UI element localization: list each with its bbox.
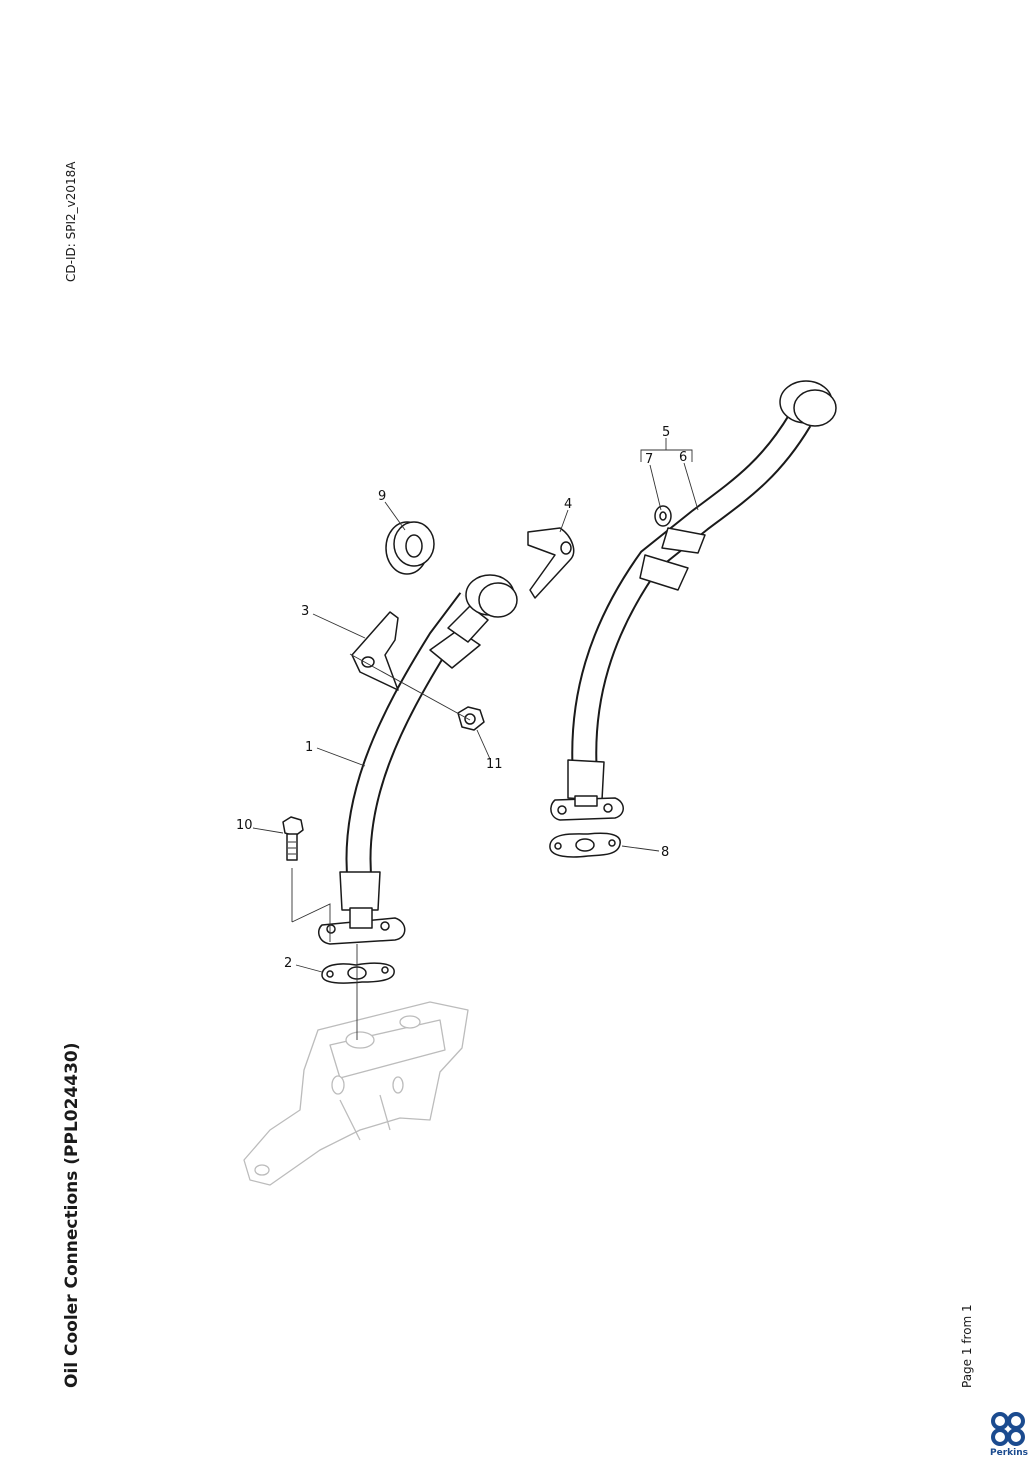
callout-8: 8 <box>661 845 669 860</box>
callout-11: 11 <box>486 757 503 772</box>
callout-7: 7 <box>645 452 653 467</box>
callout-6: 6 <box>679 450 687 465</box>
callout-5: 5 <box>662 425 670 440</box>
callout-10: 10 <box>236 818 253 833</box>
gasket-8 <box>549 832 621 858</box>
brand-name: Perkins <box>990 1448 1028 1458</box>
nut-11 <box>457 706 485 731</box>
perkins-logo-icon <box>991 1412 1025 1446</box>
oil-pipe-1 <box>317 574 518 945</box>
callout-9: 9 <box>378 489 386 504</box>
mounting-bracket-ghost <box>243 1001 469 1186</box>
callout-3: 3 <box>301 604 309 619</box>
grommet-9 <box>385 521 435 575</box>
clamp-3 <box>351 611 399 691</box>
callout-1: 1 <box>305 740 313 755</box>
gasket-2 <box>321 962 395 984</box>
clamp-4 <box>527 527 575 599</box>
oil-pipe-assembly-5 <box>550 380 837 821</box>
bolt-10 <box>282 816 304 861</box>
callout-2: 2 <box>284 956 292 971</box>
callout-4: 4 <box>564 497 572 512</box>
